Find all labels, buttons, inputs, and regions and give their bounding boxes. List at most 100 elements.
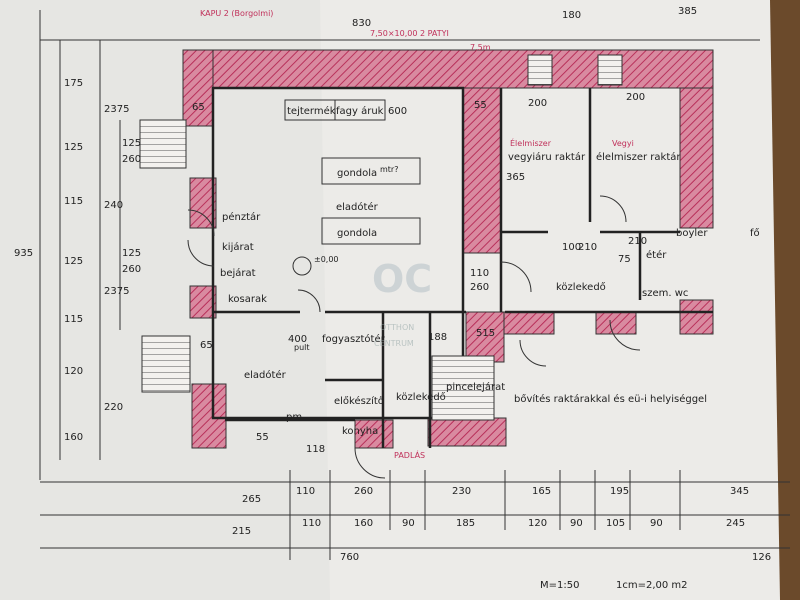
dim-left-7: 115 [64, 314, 83, 325]
dim-inner-3: 55 [474, 100, 487, 111]
dim-left-inner-0: 125 [122, 138, 141, 149]
paper-fold-shade [0, 0, 330, 600]
dim-inner-16: 515 [476, 328, 495, 339]
label-kosarak: kosarak [228, 294, 267, 305]
watermark-text-2: CENTRUM [374, 339, 414, 348]
dim-left-8: 120 [64, 366, 83, 377]
dim-left-6: 2375 [104, 286, 129, 297]
label-fagyaruk: fagy áruk [336, 105, 384, 117]
label-elelmiszer-note: Vegyi [612, 139, 634, 148]
dim-inner-17: 55 [256, 432, 269, 443]
label-eter: étér [646, 249, 667, 261]
dim-b2-4: 185 [456, 518, 475, 529]
dim-left-4: 115 [64, 196, 83, 207]
chimney-2 [597, 54, 623, 86]
dim-b1-3: 230 [452, 486, 471, 497]
dim-b1-1: 110 [296, 486, 315, 497]
label-vegyiaru-note: Élelmiszer [510, 137, 552, 148]
dim-b2-6: 90 [570, 518, 583, 529]
label-gondola-2: gondola [337, 228, 377, 239]
corner-note: 7,5m [470, 43, 491, 52]
dim-b2-5: 120 [528, 518, 547, 529]
dimension-labels: 830 180 385 175 2375 125 240 115 125 237… [14, 6, 771, 563]
label-bejarat: bejárat [220, 267, 256, 279]
gondola-shelf-1 [321, 157, 421, 185]
label-gondola-1: gondola [337, 168, 377, 179]
label-vegyiaru: vegyiáru raktár [508, 151, 586, 163]
watermark-logo: OC [372, 257, 432, 301]
watermark-text-1: OTTHON [380, 323, 414, 332]
label-penztar: pénztár [222, 211, 261, 223]
size-note: 7,50×10,00 2 PATYI [370, 29, 449, 38]
label-tejtermek: tejtermék [287, 105, 336, 117]
scale-label: M=1:50 [540, 580, 579, 591]
entrance-steps-top [139, 119, 187, 169]
label-elevation: ±0,00 [314, 255, 339, 264]
door-swings [187, 195, 641, 479]
dim-left-10: 160 [64, 432, 83, 443]
room-labels: tejtermék fagy áruk gondola mtr? eladóté… [220, 105, 760, 460]
dim-inner-14: 65 [200, 340, 213, 351]
label-szemwc: szem. wc [642, 288, 688, 299]
dim-inner-5: 365 [506, 172, 525, 183]
dim-b2-1: 110 [302, 518, 321, 529]
label-pm: pm [286, 412, 302, 423]
dim-b2-0: 215 [232, 526, 251, 537]
dim-b2-8: 90 [650, 518, 663, 529]
dim-left-2: 125 [64, 142, 83, 153]
dim-b2-9: 245 [726, 518, 745, 529]
label-boyler: boyler [676, 228, 708, 239]
label-pincelejarat: pincelejárat [446, 381, 505, 393]
label-kozlekedo: közlekedő [556, 281, 606, 293]
label-konyha: konyha [342, 426, 378, 437]
label-padlas: PADLÁS [394, 449, 425, 460]
label-kozlekedo-small: közlekedő [396, 391, 446, 403]
dim-left-11: 935 [14, 248, 33, 259]
dim-left-5: 125 [64, 256, 83, 267]
dim-left-3: 240 [104, 200, 123, 211]
dim-b1-5: 195 [610, 486, 629, 497]
interior-walls [211, 86, 713, 448]
dim-inner-8: 100 [562, 242, 581, 253]
label-fozo: fő [750, 227, 760, 239]
dim-b2-2: 160 [354, 518, 373, 529]
gondola-shelf-2 [321, 217, 421, 245]
dim-left-9: 220 [104, 402, 123, 413]
label-pult: pult [294, 343, 310, 352]
dim-inner-10: 75 [618, 254, 631, 265]
watermark: OC OTTHON CENTRUM [372, 257, 432, 348]
dim-inner-4: 65 [192, 102, 205, 113]
label-kijarat: kijárat [222, 241, 254, 253]
area-label: 1cm=2,00 m2 [616, 580, 688, 591]
chimney-1 [527, 54, 553, 86]
label-bovites: bővítés raktárakkal és eü-i helyiséggel [514, 393, 707, 405]
dim-inner-7: 260 [470, 282, 489, 293]
dim-b2-7: 105 [606, 518, 625, 529]
dim-top-0: 830 [352, 18, 371, 29]
dim-top-1: 180 [562, 10, 581, 21]
kapu-note: KAPU 2 (Borgolmi) [200, 9, 273, 18]
elevation-marker [292, 256, 312, 276]
exterior-walls [182, 49, 714, 449]
label-eladoter-main: eladótér [336, 201, 379, 213]
dim-top-2: 385 [678, 6, 697, 17]
dim-inner-15: 118 [306, 444, 325, 455]
dim-inner-6: 110 [470, 268, 489, 279]
label-eladoter-small: eladótér [244, 369, 287, 381]
dim-left-1: 2375 [104, 104, 129, 115]
dim-left-inner-1: 260 [122, 154, 141, 165]
dim-inner-0: 200 [528, 98, 547, 109]
dim-left-inner-3: 260 [122, 264, 141, 275]
dim-b1-2: 260 [354, 486, 373, 497]
dim-b1-0: 265 [242, 494, 261, 505]
dim-b1-4: 165 [532, 486, 551, 497]
dim-b3-1: 126 [752, 552, 771, 563]
label-eloeszto: előkészítő [334, 395, 384, 407]
dim-inner-13: 400 [288, 334, 307, 345]
label-gondola-1-note: mtr? [380, 165, 398, 174]
dim-b1-6: 345 [730, 486, 749, 497]
dim-b3-0: 760 [340, 552, 359, 563]
dim-inner-1: 200 [626, 92, 645, 103]
